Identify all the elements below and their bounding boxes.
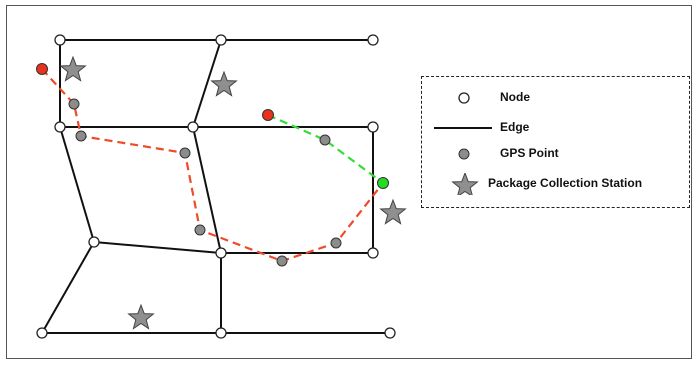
node [215, 34, 227, 46]
diagram-frame [6, 5, 692, 359]
node [367, 247, 379, 259]
node [88, 236, 100, 248]
station-star-icon [127, 303, 155, 330]
node [367, 121, 379, 133]
legend-label-station: Package Collection Station [488, 176, 643, 190]
legend-label-edge: Edge [500, 120, 530, 134]
edges [41, 39, 390, 334]
edge [192, 126, 222, 254]
edge [93, 241, 222, 254]
legend: Node Edge GPS Point Package Collection S… [421, 76, 690, 208]
gps-point [330, 237, 342, 249]
gps-point [194, 224, 206, 236]
legend-label-gps: GPS Point [500, 146, 559, 160]
edge [41, 241, 95, 334]
station-star-icon [451, 173, 479, 195]
stations [59, 55, 407, 330]
node [367, 34, 379, 46]
edge [192, 39, 222, 128]
legend-item-edge: Edge [422, 117, 689, 139]
node [54, 34, 66, 46]
end-point-green [377, 177, 389, 189]
node [54, 121, 66, 133]
node [384, 327, 396, 339]
station-star-icon [59, 55, 87, 82]
gps-point [276, 255, 288, 267]
gps-point [179, 147, 191, 159]
node [215, 247, 227, 259]
edge [59, 126, 95, 243]
node [36, 327, 48, 339]
start-point-red [36, 63, 48, 75]
edge-line-icon [434, 127, 492, 129]
legend-item-node: Node [422, 87, 689, 109]
legend-item-station: Package Collection Station [422, 173, 689, 195]
nodes [36, 34, 396, 339]
gps-point [75, 130, 87, 142]
start-point-red [262, 109, 274, 121]
gps-point [68, 98, 80, 110]
green-trajectory [267, 113, 384, 184]
legend-label-node: Node [500, 90, 530, 104]
node-icon [458, 92, 470, 104]
legend-item-gps: GPS Point [422, 143, 689, 165]
node [215, 327, 227, 339]
station-star-icon [210, 70, 238, 97]
station-star-icon [379, 198, 407, 225]
gps-points [68, 98, 342, 267]
red-trajectory [41, 68, 384, 263]
node [187, 121, 199, 133]
gps-point [319, 134, 331, 146]
gps-point-icon [458, 148, 470, 160]
